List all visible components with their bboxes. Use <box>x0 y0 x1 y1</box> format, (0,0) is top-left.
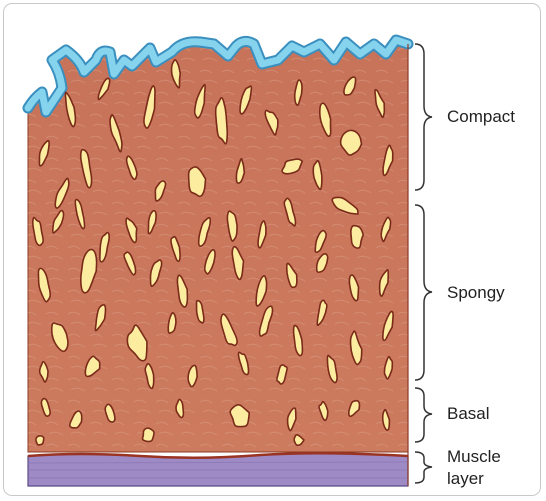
tissue-texture <box>28 40 408 452</box>
bracket-spongy <box>415 205 432 380</box>
bracket-muscle <box>415 452 432 483</box>
gland <box>142 427 155 442</box>
label-compact: Compact <box>447 106 515 127</box>
bracket-basal <box>415 388 432 442</box>
bracket-compact <box>415 44 432 190</box>
label-muscle-line1: Muscle <box>447 446 501 467</box>
label-spongy: Spongy <box>447 282 505 303</box>
label-muscle-line2: layer <box>447 468 484 489</box>
label-basal: Basal <box>447 403 490 424</box>
